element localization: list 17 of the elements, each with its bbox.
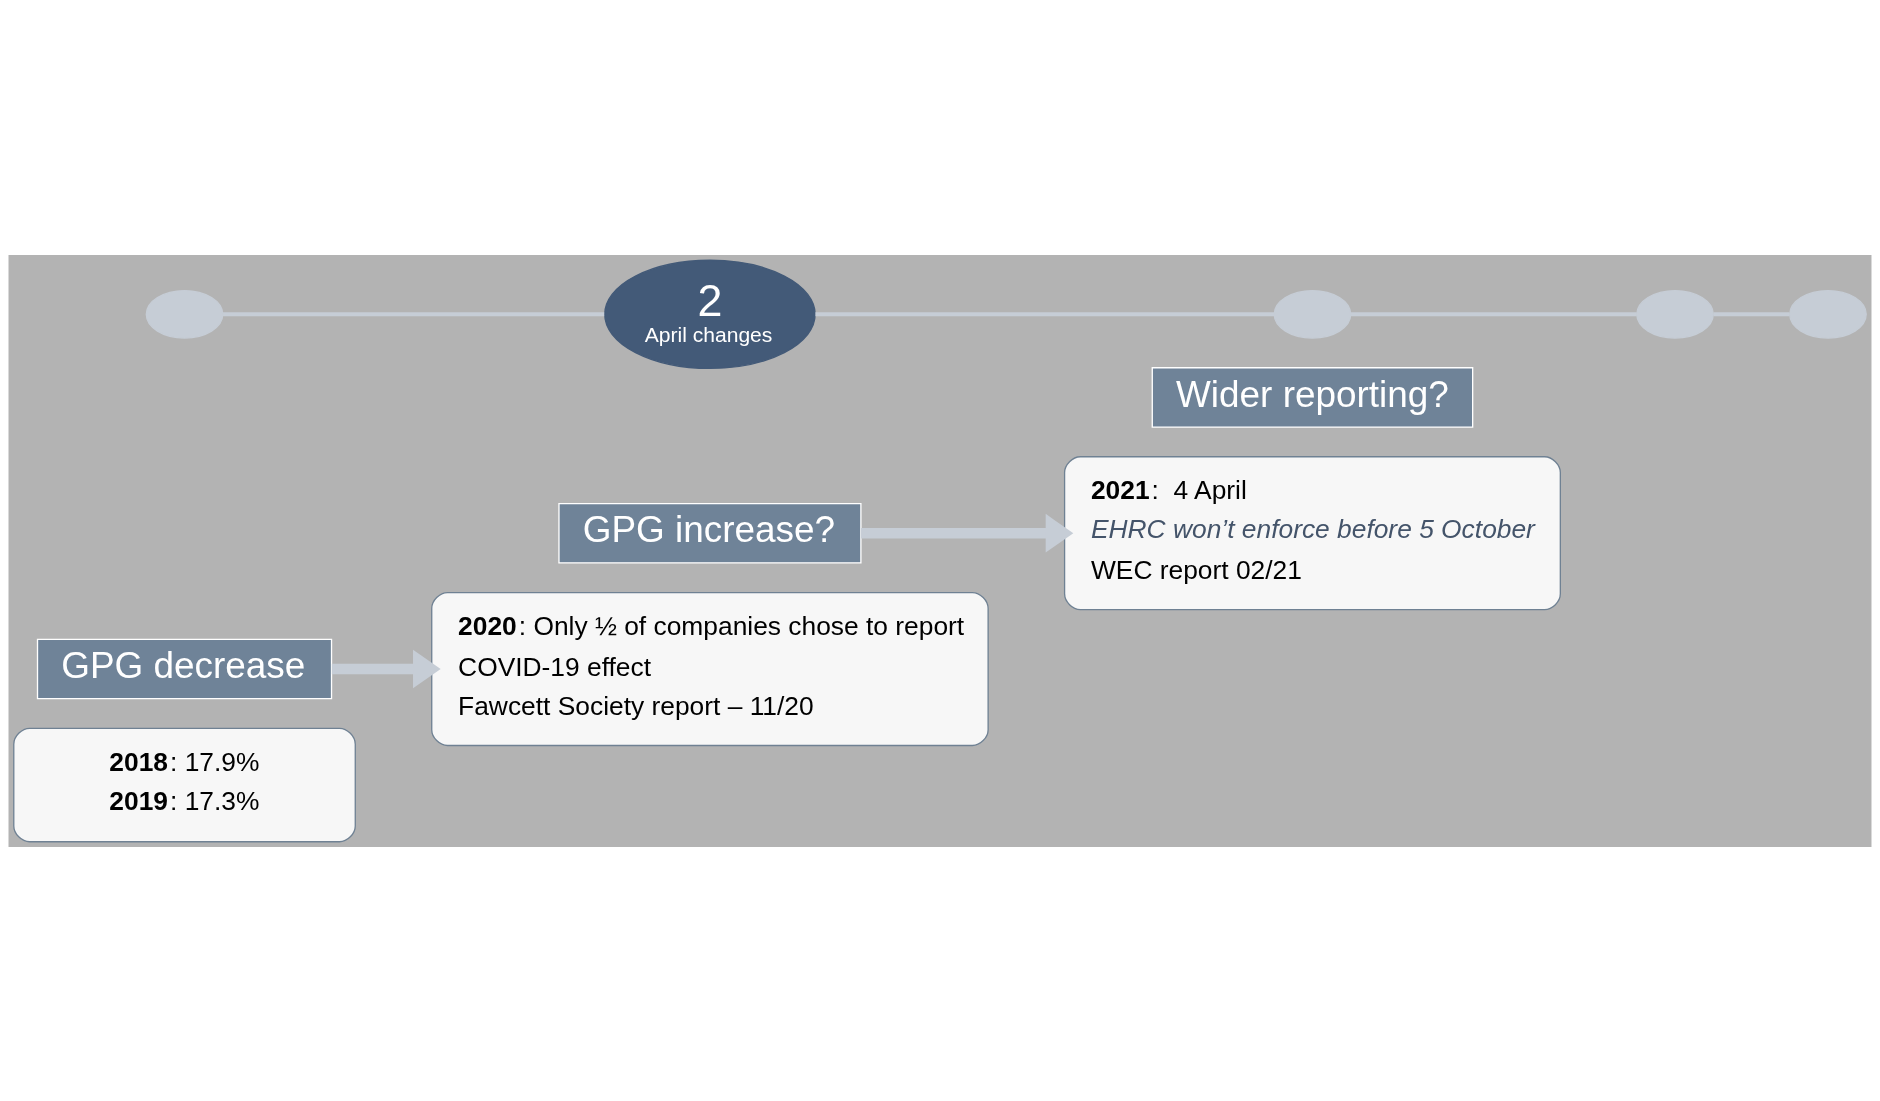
arrow	[331, 649, 441, 688]
node-circle	[1273, 289, 1352, 339]
connector	[1713, 311, 1790, 316]
node-box: 2018: 17.9% 2019: 17.3%	[13, 727, 356, 842]
node-circle	[145, 289, 224, 339]
connector	[223, 311, 605, 316]
node-box: Wider reporting?	[1151, 366, 1474, 428]
node-box: GPG decrease	[36, 638, 333, 699]
node-box: 2020: Only ½ of companies chose to report COVID-19 effect Fawcett Society report – 11/20	[431, 591, 989, 746]
node-box: GPG increase?	[558, 502, 862, 564]
arrow	[861, 513, 1074, 553]
node-box: 2021: 4 April EHRC won’t enforce before 5 October WEC report 02/21	[1063, 455, 1561, 610]
node-circle	[1789, 289, 1867, 339]
node-circle	[1636, 289, 1714, 339]
connector	[815, 311, 1275, 316]
connector	[1350, 311, 1637, 316]
node-ellipse: 2 April changes	[604, 259, 816, 369]
